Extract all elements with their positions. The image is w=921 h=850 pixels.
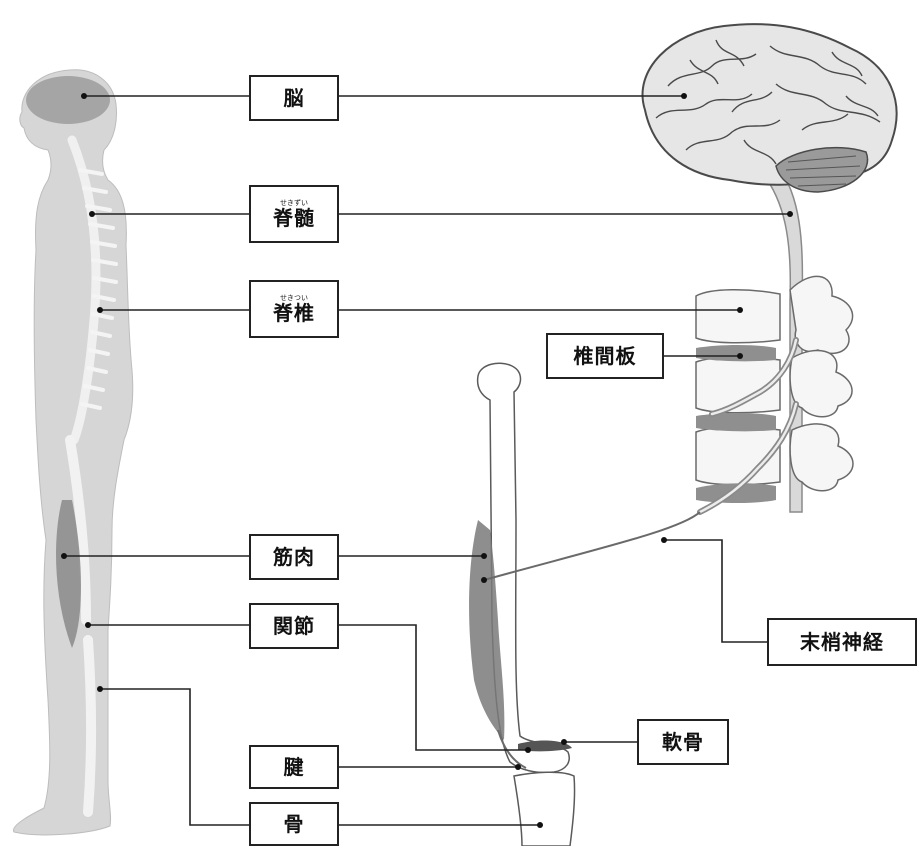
label-peripheral-nerve-text: 末梢神経 [800, 632, 884, 652]
leader-lines [64, 96, 790, 825]
label-cartilage: 軟骨 [637, 719, 729, 765]
label-peripheral-nerve: 末梢神経 [767, 618, 917, 666]
brain-region [26, 76, 110, 124]
leader-peripheral-nerve [664, 540, 768, 642]
label-brain: 脳 [249, 75, 339, 121]
label-joint: 関節 [249, 603, 339, 649]
label-muscle-text: 筋肉 [273, 547, 315, 567]
leg-detail [469, 363, 700, 846]
tibia-detail [514, 772, 575, 846]
vertebral-processes [790, 276, 853, 490]
label-bone: 骨 [249, 802, 339, 846]
label-joint-text: 関節 [273, 616, 315, 636]
label-brain-text: 脳 [284, 88, 305, 108]
label-spinal-cord-text: 脊髄 [273, 208, 315, 228]
vertebral-column [696, 276, 853, 512]
label-intervertebral-disc: 椎間板 [546, 333, 664, 379]
tibia-bone [88, 640, 91, 812]
intervertebral-disc-1 [696, 345, 776, 361]
label-cartilage-text: 軟骨 [662, 732, 704, 752]
human-body-figure [13, 70, 132, 835]
label-tendon: 腱 [249, 745, 339, 789]
label-intervertebral-disc-text: 椎間板 [574, 346, 637, 366]
label-spine: せきつい 脊椎 [249, 280, 339, 338]
intervertebral-disc-2 [696, 413, 776, 431]
label-spinal-cord: せきずい 脊髄 [249, 185, 339, 243]
label-tendon-text: 腱 [284, 757, 305, 777]
label-muscle: 筋肉 [249, 534, 339, 580]
leader-dots [61, 93, 793, 828]
vertebra-1 [696, 290, 780, 343]
label-bone-text: 骨 [284, 814, 305, 834]
label-spine-text: 脊椎 [273, 303, 315, 323]
